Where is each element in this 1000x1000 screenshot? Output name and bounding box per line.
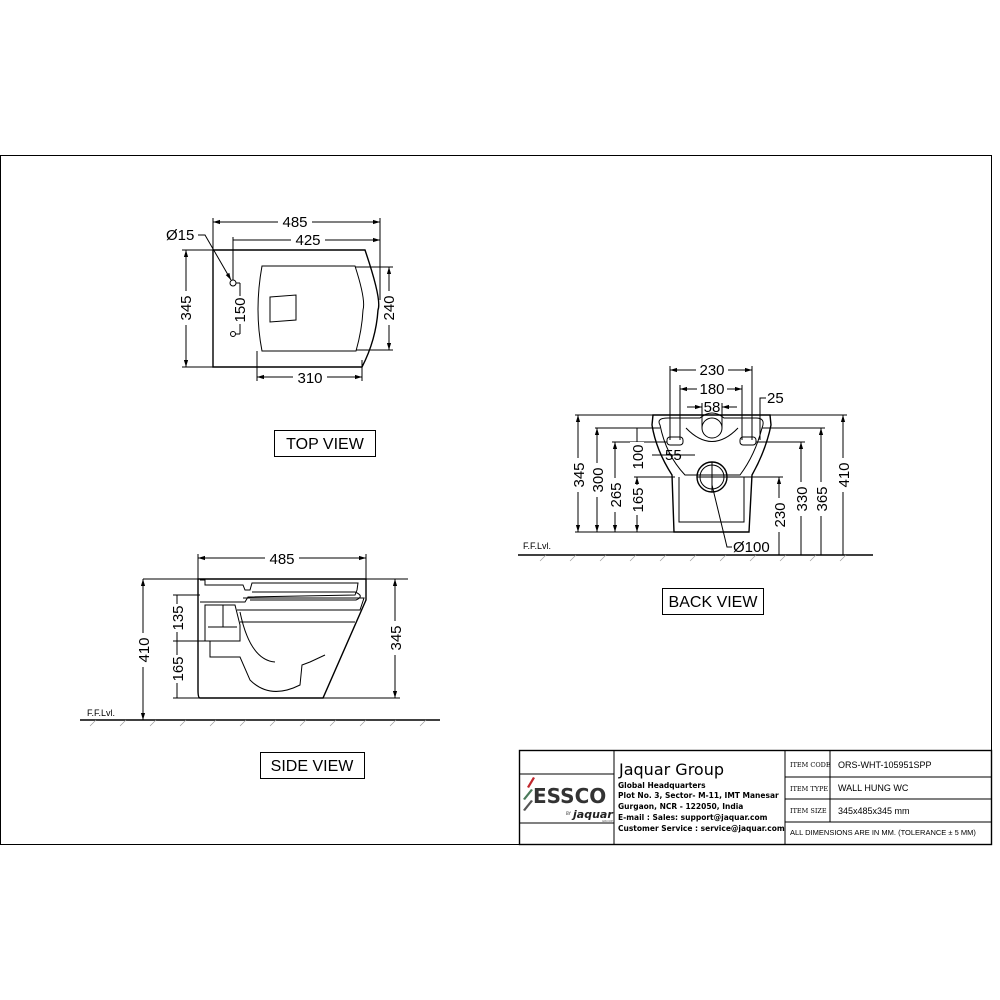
dim-side-165: 165 <box>170 656 187 681</box>
sheet-border <box>0 155 992 845</box>
dim-top-240: 240 <box>381 295 398 320</box>
item-code-value: ORS-WHT-105951SPP <box>838 760 932 770</box>
essco-logo: ESSCO BY jaquar GROUP <box>523 777 613 823</box>
address-line: Gurgaon, NCR - 122050, India <box>618 802 743 811</box>
dim-back-265: 265 <box>608 482 625 507</box>
item-type-value: WALL HUNG WC <box>838 783 909 793</box>
fixing-hole <box>230 331 236 337</box>
side-floor-label: F.F.Lvl. <box>87 708 115 718</box>
title-block: ESSCO BY jaquar GROUP Jaquar Group Globa… <box>518 749 993 846</box>
side-view: F.F.Lvl. 485 410 345 135 165 SIDE VIEW <box>80 551 440 779</box>
dim-side-410: 410 <box>136 637 153 662</box>
dim-top-485: 485 <box>282 214 307 231</box>
svg-text:BY: BY <box>566 811 572 816</box>
side-view-label: SIDE VIEW <box>271 758 355 775</box>
inlet-opening <box>701 417 723 439</box>
address-line: Global Headquarters <box>618 781 706 790</box>
top-view-label: TOP VIEW <box>286 436 365 453</box>
customer-service-line: Customer Service : service@jaquar.com <box>618 824 785 833</box>
item-size-label: ITEM SIZE <box>790 807 827 815</box>
svg-text:ESSCO: ESSCO <box>533 784 606 808</box>
dim-back-345: 345 <box>571 462 588 487</box>
top-view: 485 425 Ø15 345 150 240 310 TOP VIEW <box>166 214 398 457</box>
fixing-hole <box>229 279 237 287</box>
dim-back-outlet: Ø100 <box>733 539 770 556</box>
dim-back-58: 58 <box>704 399 721 416</box>
back-view-label-box <box>662 588 764 615</box>
dim-side-345: 345 <box>388 625 405 650</box>
dim-top-310: 310 <box>297 370 322 387</box>
dim-back-365: 365 <box>814 486 831 511</box>
side-view-label-box <box>260 752 365 779</box>
company-name: Jaquar Group <box>618 760 724 779</box>
floor-hatch <box>89 719 427 727</box>
dim-back-230: 230 <box>699 362 724 379</box>
top-view-label-box <box>274 430 376 457</box>
back-floor-label: F.F.Lvl. <box>523 541 551 551</box>
item-size-value: 345x485x345 mm <box>838 806 910 816</box>
back-floor-hatch <box>539 554 847 562</box>
dim-back-25: 25 <box>767 390 784 407</box>
dim-back-100: 100 <box>630 444 647 469</box>
dim-back-165: 165 <box>630 487 647 512</box>
dim-top-150: 150 <box>232 297 249 322</box>
item-code-label: ITEM CODE <box>790 761 831 769</box>
dim-top-hole-dia: Ø15 <box>166 227 194 244</box>
top-view-body-outline <box>212 249 380 368</box>
dim-top-425: 425 <box>295 232 320 249</box>
dim-back-410: 410 <box>836 462 853 487</box>
fixing-slot <box>666 436 684 446</box>
side-view-body-outline <box>197 578 367 699</box>
back-view-label: BACK VIEW <box>669 594 759 611</box>
fixing-slot <box>739 436 757 446</box>
dim-back-r230: 230 <box>772 502 789 527</box>
item-type-label: ITEM TYPE <box>790 785 828 793</box>
top-view-seat-hinge <box>269 294 297 323</box>
dim-back-180: 180 <box>699 381 724 398</box>
dim-back-330: 330 <box>794 486 811 511</box>
email-line: E-mail : Sales: support@jaquar.com <box>618 813 768 822</box>
back-view-body-outline <box>651 414 772 533</box>
dim-side-135: 135 <box>170 605 187 630</box>
dim-top-345: 345 <box>178 295 195 320</box>
top-view-seat-outline <box>257 265 365 352</box>
dim-side-485: 485 <box>269 551 294 568</box>
address-line: Plot No. 3, Sector- M-11, IMT Manesar <box>618 791 779 800</box>
svg-text:jaquar: jaquar <box>571 808 613 821</box>
dimensions-note: ALL DIMENSIONS ARE IN MM. (TOLERANCE ± 5… <box>790 828 976 837</box>
dim-back-300: 300 <box>590 467 607 492</box>
svg-text:GROUP: GROUP <box>602 819 613 823</box>
back-view: F.F.Lvl. 230 180 58 25 55 345 300 265 <box>518 362 873 615</box>
dim-back-55: 55 <box>665 447 682 464</box>
